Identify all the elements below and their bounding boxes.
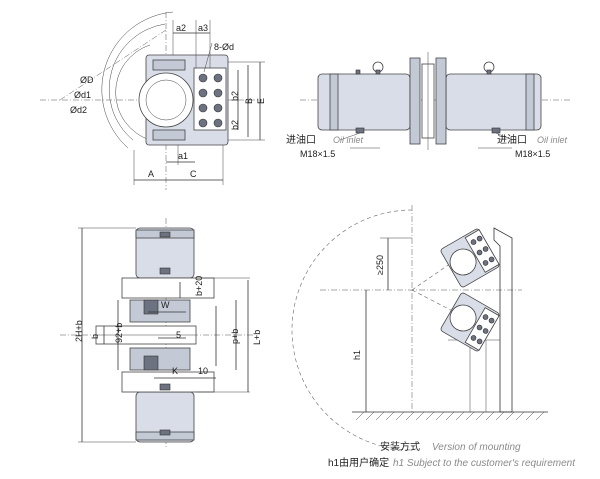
mounting-drawing: ≥250 h1 安装方式 Version of mounting h1由用户确定…: [291, 205, 576, 469]
dim-E: E: [256, 98, 266, 104]
dim-hole-count: 8-Ød: [214, 42, 234, 52]
end-view-drawing: a2 a3 8-Ød ØD Ød1 Ød2 b2 b2 B E a1 A C: [40, 11, 266, 190]
thread-right: M18×1.5: [515, 149, 550, 159]
dim-a1: a1: [178, 151, 188, 161]
dim-a3: a3: [198, 23, 208, 33]
side-view-drawing: 进油口 Oil inlet M18×1.5 进油口 Oil inlet M18×…: [286, 52, 570, 159]
dim-10: 10: [198, 366, 208, 376]
dim-diameter-d1: Ød1: [74, 90, 91, 100]
dim-5: 5: [176, 330, 181, 340]
oil-inlet-left-cn: 进油口: [286, 133, 316, 146]
bolt-hole-pattern: [198, 73, 223, 128]
dim-b-plus-20: b+20: [194, 276, 204, 296]
dim-92-plus-b: 92+b: [114, 323, 124, 343]
caption-mounting-cn: 安装方式: [380, 440, 420, 453]
dim-a2: a2: [176, 23, 186, 33]
dim-A: A: [148, 169, 154, 179]
dim-p-plus-b: p+b: [230, 329, 240, 344]
dim-diameter-D: ØD: [80, 75, 94, 85]
front-view-drawing: 2H+b b 92+b W b+20 5 p+b L+b K 10: [60, 218, 262, 448]
dim-B: B: [244, 98, 254, 104]
dim-2H-plus-b: 2H+b: [74, 320, 84, 342]
dim-diameter-d2: Ød2: [70, 105, 87, 115]
caption-mounting-en: Version of mounting: [432, 442, 521, 453]
note-h1-cn: h1由用户确定: [328, 456, 389, 469]
ground-hatching: [355, 411, 545, 421]
dim-C: C: [190, 169, 197, 179]
dim-min-250: ≥250: [375, 255, 385, 275]
oil-inlet-right-en: Oil inlet: [537, 135, 568, 145]
dim-b2-lower: b2: [230, 120, 240, 130]
oil-inlet-right-cn: 进油口: [497, 133, 527, 146]
dim-h1: h1: [352, 350, 362, 360]
oil-inlet-left-en: Oil inlet: [333, 135, 364, 145]
dim-b2-upper: b2: [230, 91, 240, 101]
dim-W: W: [161, 300, 170, 310]
dim-L-plus-b: L+b: [252, 330, 262, 345]
thread-left: M18×1.5: [300, 149, 335, 159]
dim-b: b: [90, 334, 100, 339]
dim-K: K: [172, 366, 178, 376]
note-h1-en: h1 Subject to the customer's requirement: [393, 458, 576, 469]
